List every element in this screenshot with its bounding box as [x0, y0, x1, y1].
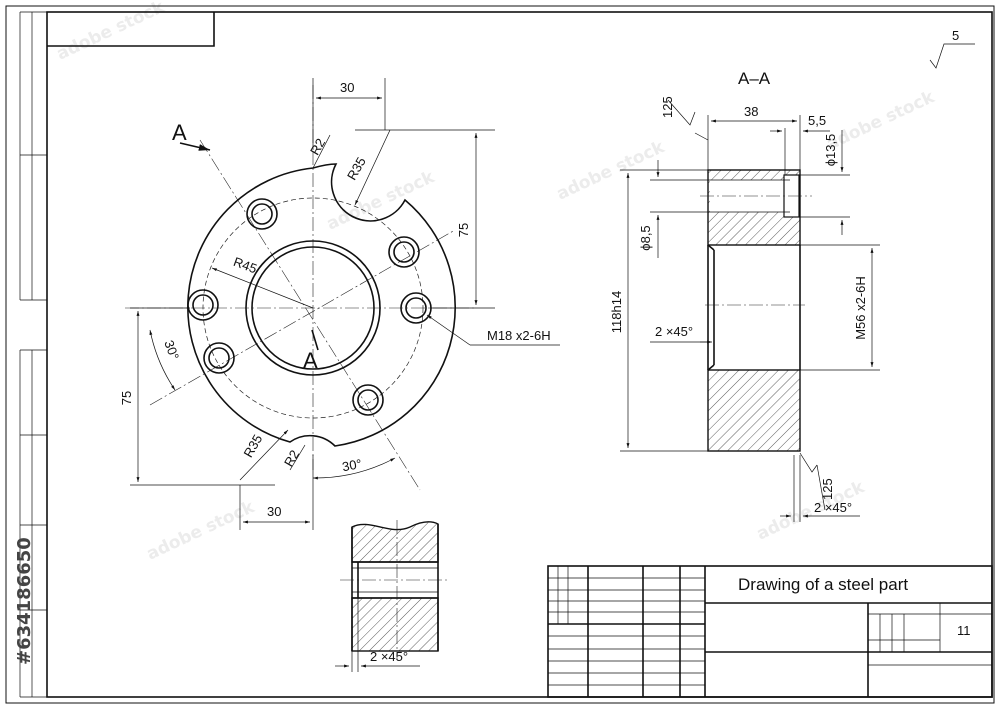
sheet-frame	[5, 5, 995, 704]
svg-text:adobe stock: adobe stock	[54, 0, 168, 65]
section-view: A–A 125 38 5,5 ϕ13,5	[609, 69, 880, 522]
dim-dia-13-5: ϕ13,5	[823, 134, 838, 167]
detail-chamfer: 2 ×45°	[370, 649, 408, 664]
drawing-title: Drawing of a steel part	[738, 575, 908, 594]
detail-view: 2 ×45°	[335, 520, 450, 672]
section-mark-center: A	[303, 348, 318, 373]
section-rough-bottom: 125	[820, 478, 835, 500]
dim-angle-left: 30°	[161, 338, 182, 362]
section-mark-left: A	[172, 120, 187, 145]
dim-r2-top: R2	[307, 136, 328, 158]
svg-text:adobe stock: adobe stock	[144, 497, 258, 565]
section-chamfer-outer: 2 ×45°	[814, 500, 852, 515]
dim-dia-8-5: ϕ8,5	[638, 225, 653, 250]
dim-angle-bottom: 30°	[341, 456, 363, 474]
dim-top-30: 30	[340, 80, 354, 95]
dim-r35-bottom: R35	[240, 432, 265, 460]
dim-dia-118: 118h14	[609, 291, 624, 333]
svg-text:adobe stock: adobe stock	[554, 137, 668, 205]
dim-width-38: 38	[744, 104, 758, 119]
dim-right-75: 75	[456, 223, 471, 237]
section-rough-top: 125	[660, 96, 675, 118]
stock-id: #634186650	[14, 537, 35, 665]
front-thread-callout: M18 x2-6H	[487, 328, 551, 343]
dim-left-75: 75	[119, 391, 134, 405]
dim-bottom-30: 30	[267, 504, 281, 519]
dim-width-5-5: 5,5	[808, 113, 826, 128]
front-view: A A 30 R2 R35 75 R45 M18 x2-6H 30° 75	[119, 78, 560, 530]
dim-r2-bottom: R2	[281, 447, 302, 469]
dim-r45: R45	[231, 254, 259, 276]
section-thread-callout: M56 x2-6H	[853, 276, 868, 340]
svg-text:adobe stock: adobe stock	[324, 167, 438, 235]
section-label: A–A	[738, 69, 771, 88]
section-chamfer-inner: 2 ×45°	[655, 324, 693, 339]
dim-r35-top: R35	[344, 154, 369, 182]
watermark-layer: adobe stock adobe stock adobe stock adob…	[54, 0, 938, 565]
svg-text:adobe stock: adobe stock	[824, 87, 938, 155]
title-block: Drawing of a steel part 11	[547, 565, 993, 698]
roughness-value: 5	[952, 28, 959, 43]
roughness-symbol: 5	[929, 28, 975, 69]
sheet-number: 11	[957, 623, 971, 638]
